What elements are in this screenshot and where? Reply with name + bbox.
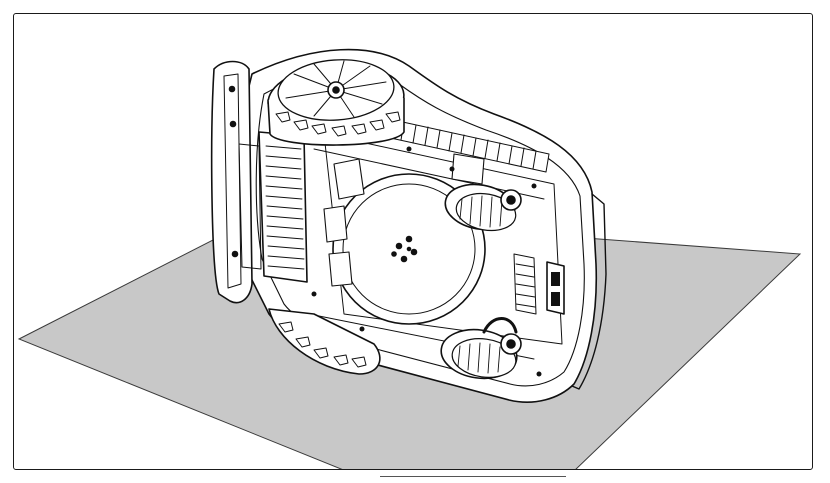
side-ribs (513, 253, 537, 315)
illustration-frame (13, 13, 813, 470)
front-wheel (267, 59, 405, 146)
front-wheel-lower (268, 308, 381, 375)
fasteners (311, 146, 542, 377)
bumper-cover (210, 60, 253, 304)
illustration-canvas (17, 48, 802, 469)
rear-wheel-lower (440, 317, 522, 380)
vent-grille (238, 131, 308, 283)
bottom-tab-edge (380, 476, 566, 483)
rear-wheel-upper (444, 183, 522, 232)
charging-contacts (546, 261, 565, 315)
blade-guard (323, 153, 485, 287)
right-skirt (571, 193, 607, 390)
